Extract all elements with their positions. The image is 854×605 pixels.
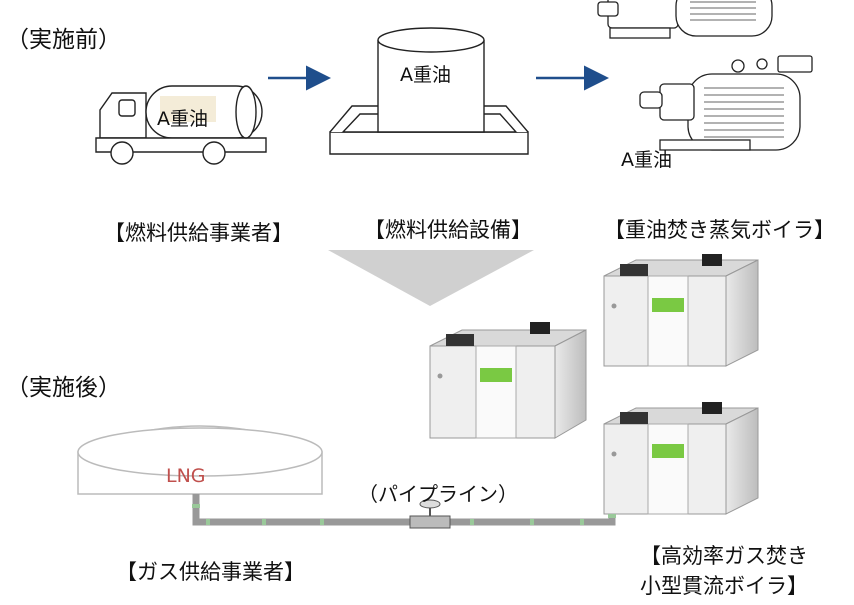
label-gas-boiler-line1: 【高効率ガス焚き	[640, 544, 808, 568]
after-heading: （実施後）	[6, 375, 121, 401]
pipeline-label: （パイプライン）	[358, 482, 518, 506]
label-fuel-facility: 【燃料供給設備】	[364, 218, 532, 242]
label-gas-boiler-line2: 小型貫流ボイラ】	[640, 574, 808, 598]
boiler-fuel-label: A重油	[621, 149, 672, 171]
valve-icon	[409, 499, 451, 529]
lng-tank-icon	[77, 425, 323, 495]
tanker-truck-icon	[95, 85, 267, 165]
before-heading: （実施前）	[6, 27, 121, 53]
lng-label: LNG	[166, 465, 206, 487]
steam-boiler-top-icon	[597, 0, 773, 39]
label-oil-boiler: 【重油焚き蒸気ボイラ】	[604, 218, 835, 242]
gas-boiler-lower-right-icon	[603, 402, 759, 515]
steam-boiler-bottom-icon	[639, 55, 813, 151]
gas-boiler-upper-right-icon	[603, 254, 759, 367]
tank-fuel-label: A重油	[400, 64, 451, 86]
gas-boiler-center-icon	[429, 322, 587, 439]
pipeline-joints	[192, 504, 616, 525]
label-gas-supplier: 【ガス供給事業者】	[116, 560, 305, 584]
truck-fuel-label: A重油	[157, 108, 208, 130]
label-fuel-supplier: 【燃料供給事業者】	[104, 221, 293, 245]
fuel-tank-icon	[329, 27, 529, 155]
transition-triangle	[328, 250, 534, 306]
